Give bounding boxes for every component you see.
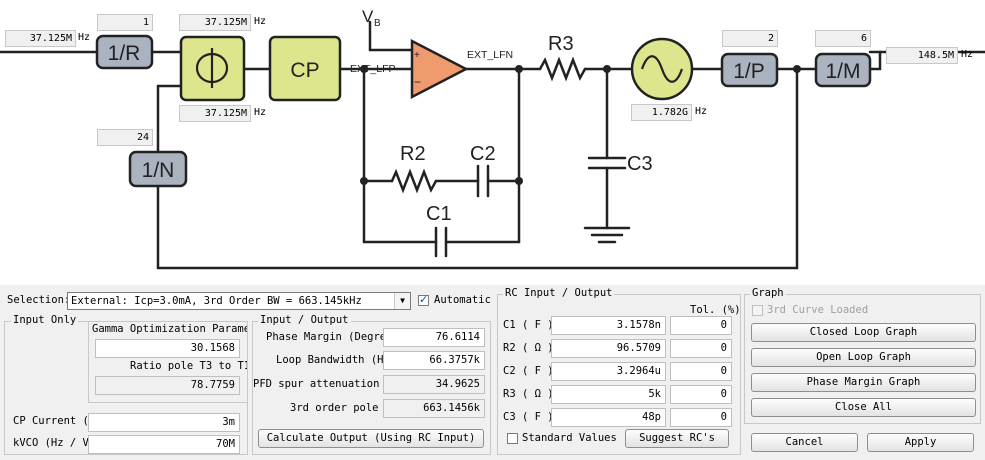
apply-button[interactable]: Apply — [867, 433, 974, 452]
rc-row-tolerance-input[interactable]: 0 — [670, 339, 732, 358]
rc-row-value-input[interactable]: 3.1578n — [551, 316, 666, 335]
input-only-title: Input Only — [11, 314, 79, 326]
ext-lfn-label: EXT_LFN — [467, 49, 513, 61]
p-divider-block — [720, 52, 779, 88]
rc-row-value-input[interactable]: 48p — [551, 408, 666, 427]
c2-label: C2 — [470, 143, 496, 165]
rc-row-tolerance-input[interactable]: 0 — [670, 362, 732, 381]
rc-title: RC Input / Output — [503, 287, 615, 299]
standard-values-checkbox[interactable] — [507, 433, 518, 444]
standard-values-label: Standard Values — [522, 432, 617, 444]
rc-row-label: R2 ( Ω ) — [503, 342, 551, 354]
rc-panel — [497, 294, 741, 455]
cp-label: CP — [290, 59, 319, 82]
pfd-input-unit: Hz — [254, 16, 267, 27]
open-loop-graph-button[interactable]: Open Loop Graph — [751, 348, 976, 367]
minus-sign: − — [414, 75, 421, 89]
input-output-title: Input / Output — [258, 314, 351, 326]
ref-frequency-unit: Hz — [78, 32, 91, 43]
output-frequency-unit: Hz — [961, 49, 974, 60]
pfd-feedback-frequency: 37.125M — [179, 105, 251, 122]
phase-margin-input[interactable]: 76.6114 — [383, 328, 485, 347]
cancel-button[interactable]: Cancel — [751, 433, 858, 452]
vb-label: V — [362, 7, 374, 26]
vco-frequency-unit: Hz — [695, 106, 708, 117]
m-divider-block — [814, 52, 872, 88]
graph-panel — [744, 294, 981, 424]
phase-margin-graph-button[interactable]: Phase Margin Graph — [751, 373, 976, 392]
r3-label: R3 — [548, 33, 574, 55]
calculate-output-button[interactable]: Calculate Output (Using RC Input) — [258, 429, 484, 448]
rc-row-label: C2 ( F ) — [503, 365, 551, 377]
phase-margin-label: Phase Margin (Degre — [266, 331, 383, 343]
loop-bandwidth-input[interactable]: 66.3757k — [383, 351, 485, 370]
cp-current-input[interactable]: 3m — [88, 413, 240, 432]
rc-row-tolerance-input[interactable]: 0 — [670, 385, 732, 404]
gamma-input[interactable]: 30.1568 — [95, 339, 240, 358]
close-all-button[interactable]: Close All — [751, 398, 976, 417]
m-divider-label: 1/M — [825, 60, 860, 83]
vco-frequency-value: 1.782G — [631, 104, 692, 121]
rc-row-value-input[interactable]: 96.5709 — [551, 339, 666, 358]
phase-detector-icon — [195, 48, 229, 88]
ext-lfp-label: EXT_LFP — [350, 63, 396, 75]
cp-current-label: CP Current ( — [13, 415, 88, 427]
suggest-rc-button[interactable]: Suggest RC's — [625, 429, 729, 448]
r-divider-block — [95, 34, 154, 70]
rc-row-label: R3 ( Ω ) — [503, 388, 551, 400]
pfd-spur-label: PFD spur attenuation — [253, 378, 380, 390]
output-frequency-value: 148.5M — [886, 47, 958, 64]
n-divider-label: 1/N — [142, 159, 175, 182]
gamma-label: Gamma Optimization Paramet — [92, 323, 247, 335]
input-output-panel — [252, 321, 491, 455]
rc-row-value-input[interactable]: 3.2964u — [551, 362, 666, 381]
selection-label: Selection: — [7, 294, 71, 306]
rc-row-tolerance-input[interactable]: 0 — [670, 316, 732, 335]
pfd-feedback-unit: Hz — [254, 107, 267, 118]
third-curve-checkbox — [752, 305, 763, 316]
selection-value: External: Icp=3.0mA, 3rd Order BW = 663.… — [71, 295, 362, 307]
graph-title: Graph — [750, 287, 786, 299]
ref-frequency-value: 37.125M — [5, 30, 76, 47]
pfd-input-frequency: 37.125M — [179, 14, 251, 31]
r2-label: R2 — [400, 143, 426, 165]
n-divider-value: 24 — [97, 129, 153, 146]
pll-schematic: 1/R CP 1/P 1/M 1/N V B + − EXT_LFP EXT_L… — [0, 0, 985, 285]
c3-label: C3 — [627, 153, 653, 175]
rc-row-label: C3 ( F ) — [503, 411, 551, 423]
p-divider-value: 2 — [722, 30, 778, 47]
automatic-label: Automatic — [434, 294, 491, 306]
p-divider-label: 1/P — [733, 60, 765, 83]
sine-wave-icon — [640, 55, 684, 83]
tol-header: Tol. (%) — [690, 304, 741, 316]
automatic-checkbox[interactable] — [418, 293, 429, 306]
opamp-block — [410, 38, 469, 100]
plus-sign: + — [414, 50, 420, 61]
rc-row-tolerance-input[interactable]: 0 — [670, 408, 732, 427]
third-pole-value: 663.1456k — [383, 399, 485, 418]
kvco-input[interactable]: 70M — [88, 435, 240, 454]
r-divider-label: 1/R — [108, 42, 141, 65]
m-divider-value: 6 — [815, 30, 871, 47]
selection-dropdown[interactable]: External: Icp=3.0mA, 3rd Order BW = 663.… — [67, 292, 411, 310]
cp-block — [268, 35, 342, 102]
ratio-label: Ratio pole T3 to T1 — [130, 360, 247, 372]
third-pole-label: 3rd order pole F — [290, 402, 383, 414]
c1-label: C1 — [426, 203, 452, 225]
ratio-value: 78.7759 — [95, 376, 240, 395]
closed-loop-graph-button[interactable]: Closed Loop Graph — [751, 323, 976, 342]
kvco-label: kVCO (Hz / V — [13, 437, 88, 449]
chevron-down-icon[interactable]: ▼ — [394, 293, 410, 309]
r-divider-value: 1 — [97, 14, 153, 31]
gamma-group — [88, 321, 248, 403]
pfd-spur-value: 34.9625 — [383, 375, 485, 394]
third-curve-label: 3rd Curve Loaded — [767, 304, 869, 316]
n-divider-block — [128, 150, 188, 188]
rc-row-value-input[interactable]: 5k — [551, 385, 666, 404]
rc-row-label: C1 ( F ) — [503, 319, 551, 331]
loop-bandwidth-label: Loop Bandwidth (Hz — [276, 354, 383, 366]
vb-subscript: B — [374, 18, 381, 29]
